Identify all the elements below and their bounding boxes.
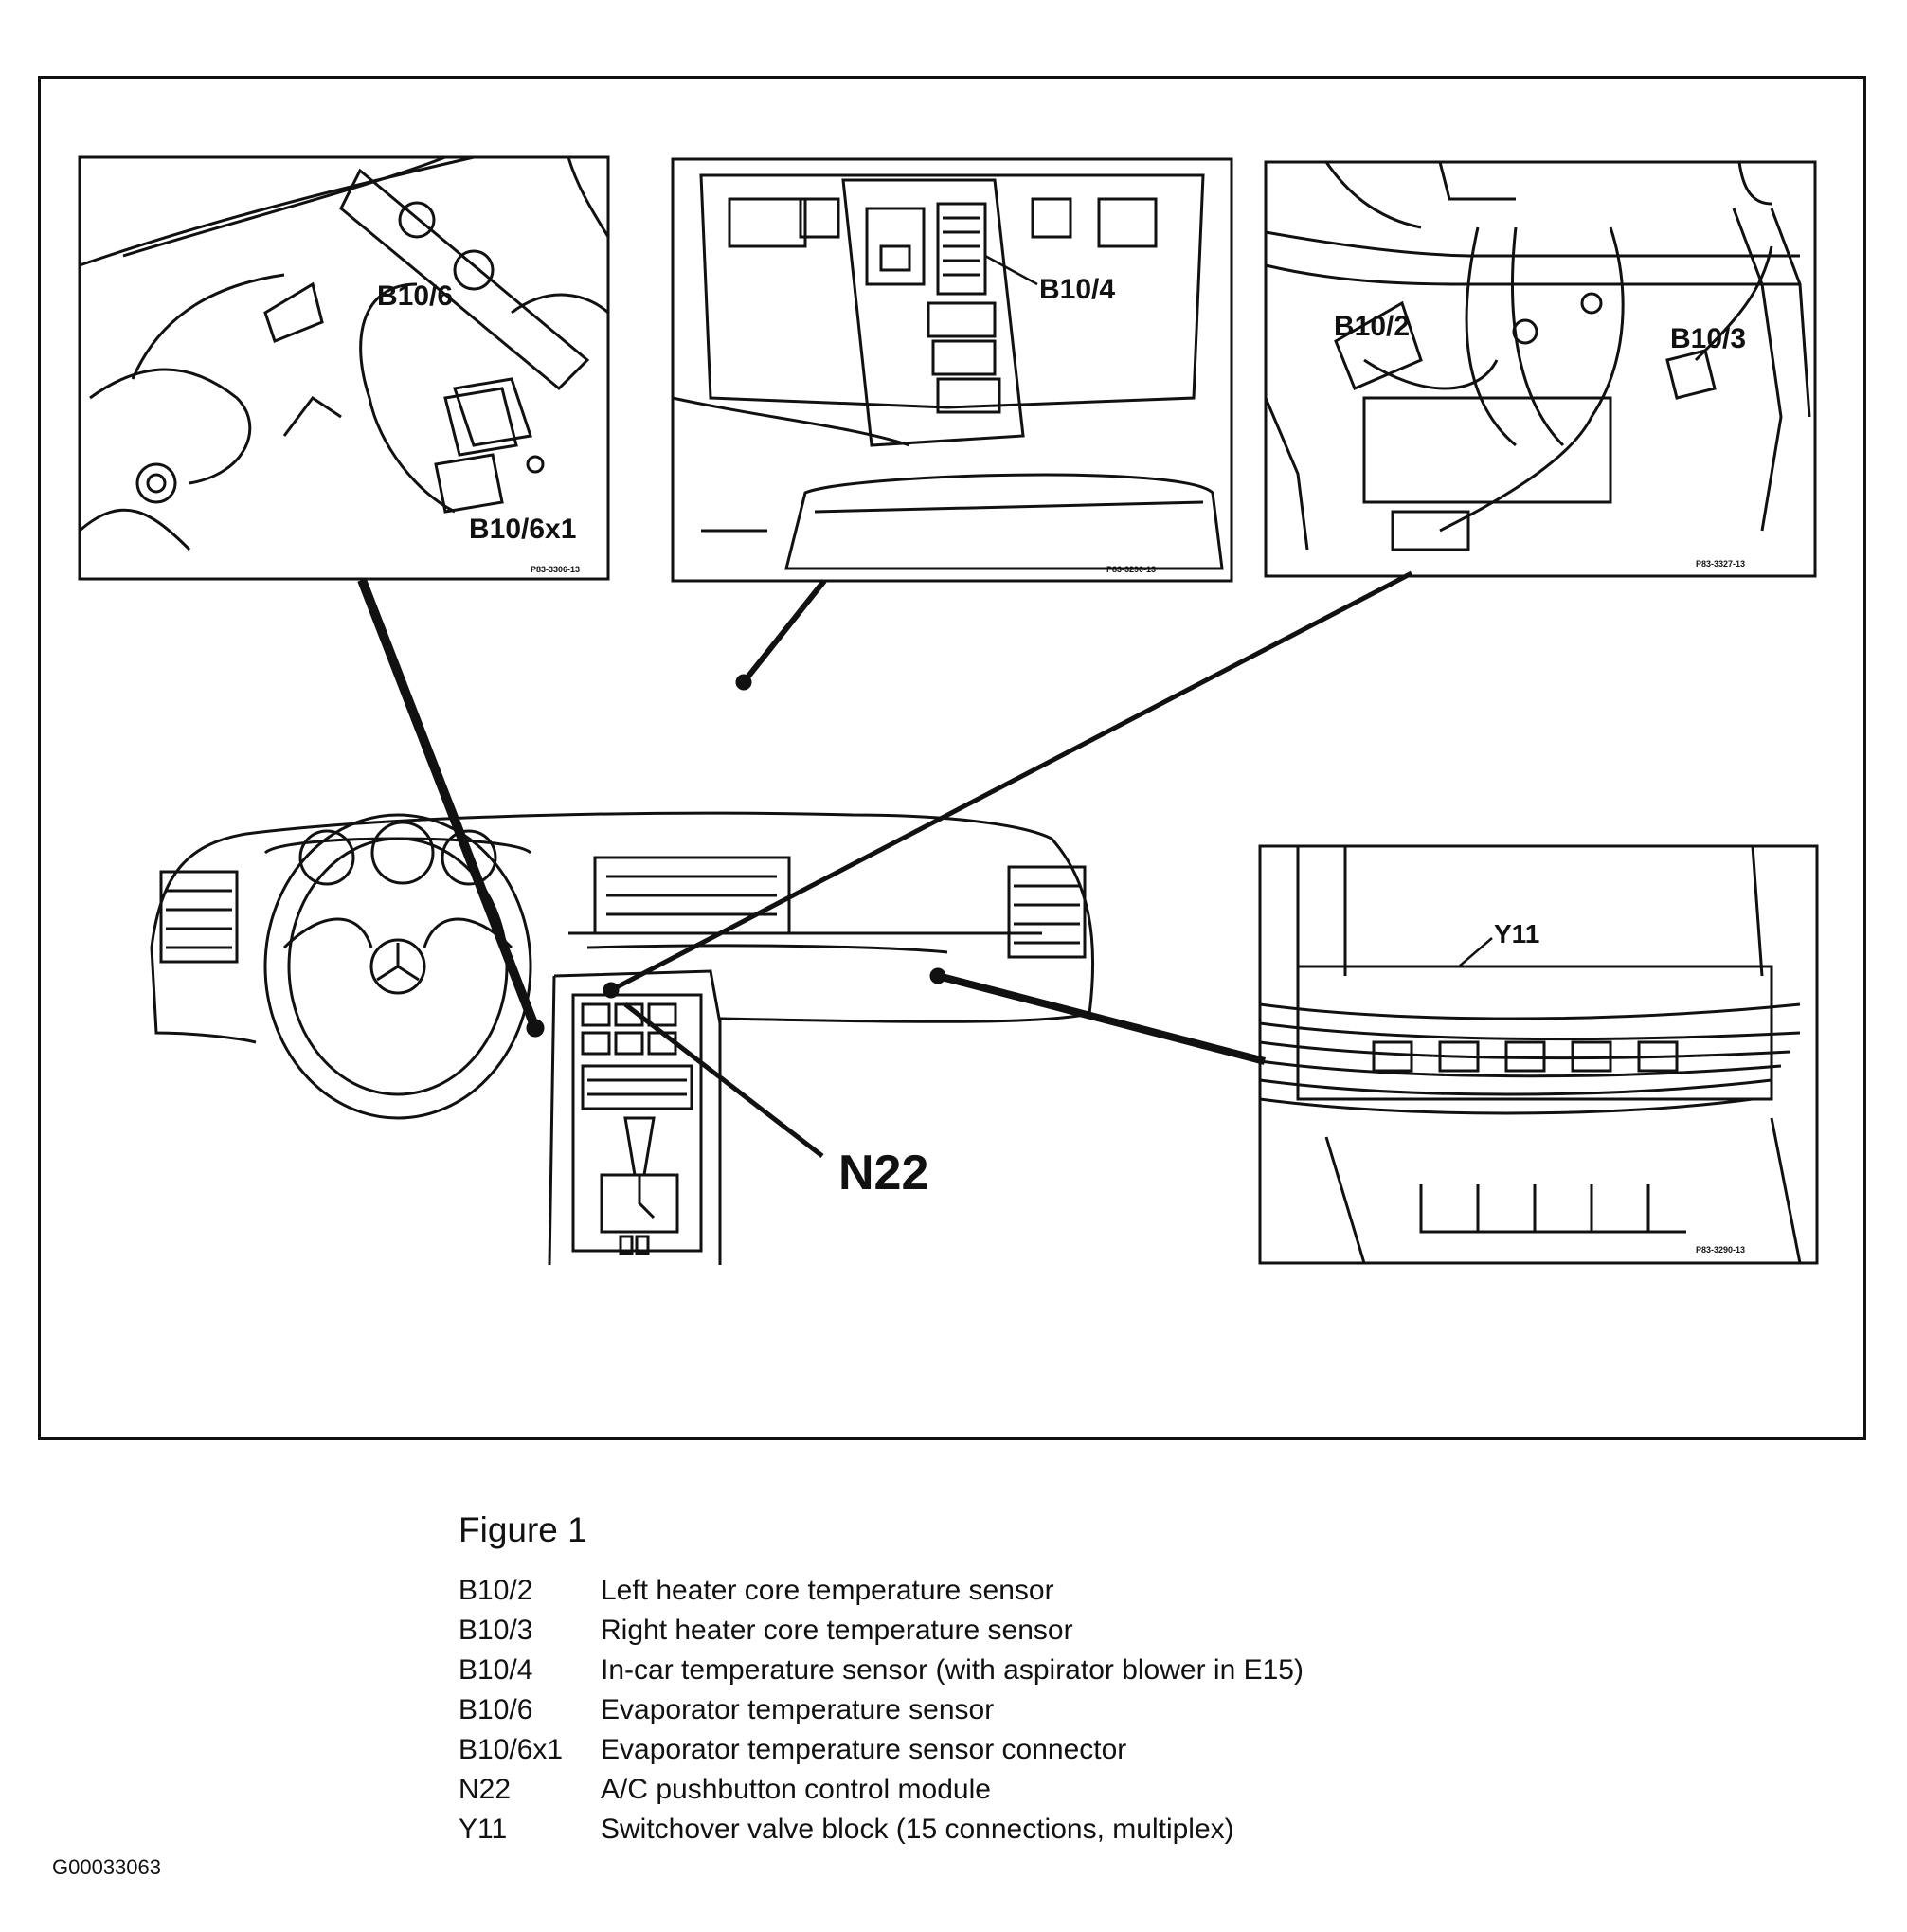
panel-in-car-sensor: P83-3290-13	[671, 157, 1233, 583]
legend-row: B10/4 In-car temperature sensor (with asp…	[459, 1651, 1595, 1690]
callout-b10-3: B10/3	[1670, 323, 1746, 354]
legend-row: N22 A/C pushbutton control module	[459, 1770, 1595, 1810]
panel-switchover-valve-block: P83-3290-13	[1258, 844, 1819, 1265]
legend-code: Y11	[459, 1814, 508, 1845]
leader-lines	[357, 570, 1413, 1158]
panel-heater-core-sensors: P83-3327-13	[1264, 160, 1817, 578]
legend-code: N22	[459, 1774, 512, 1805]
legend-row: B10/2 Left heater core temperature sensor	[459, 1571, 1595, 1611]
panel-ref-bottom-right: P83-3290-13	[1696, 1245, 1745, 1255]
legend-row: B10/6 Evaporator temperature sensor	[459, 1690, 1595, 1730]
legend-code: B10/6	[459, 1694, 533, 1725]
panel-ref-top-middle: P83-3290-13	[1106, 565, 1156, 574]
legend-description: Right heater core temperature sensor	[601, 1615, 1073, 1646]
panel-ref-top-right: P83-3327-13	[1696, 559, 1745, 569]
document-id: G00033063	[52, 1855, 161, 1879]
legend-code: B10/6x1	[459, 1734, 564, 1765]
callout-b10-4: B10/4	[1039, 274, 1115, 305]
callout-n22: N22	[838, 1146, 928, 1201]
figure-title: Figure 1	[459, 1510, 587, 1549]
callout-b10-6x1: B10/6x1	[469, 514, 576, 545]
figure-legend: Figure 1 B10/2 Left heater core temperatu…	[459, 1510, 1595, 1850]
legend-row: B10/6x1 Evaporator temperature sensor con…	[459, 1730, 1595, 1770]
legend-row: B10/3 Right heater core temperature senso…	[459, 1611, 1595, 1651]
legend-code: B10/2	[459, 1575, 533, 1606]
legend-row: Y11 Switchover valve block (15 connection…	[459, 1810, 1595, 1850]
panel-evaporator-sensor: P83-3306-13	[78, 155, 610, 581]
legend-description: Evaporator temperature sensor connector	[601, 1734, 1127, 1765]
callout-b10-2: B10/2	[1334, 311, 1410, 342]
legend-description: Switchover valve block (15 connections, …	[601, 1814, 1234, 1845]
diagram-frame	[38, 76, 1866, 1440]
legend-description: Left heater core temperature sensor	[601, 1575, 1054, 1606]
legend-description: Evaporator temperature sensor	[601, 1694, 995, 1725]
dashboard-illustration	[150, 811, 1095, 1266]
legend-code: B10/3	[459, 1615, 533, 1646]
legend-description: A/C pushbutton control module	[601, 1774, 991, 1805]
legend-code: B10/4	[459, 1654, 533, 1686]
panel-ref-top-left: P83-3306-13	[531, 565, 580, 574]
callout-b10-6: B10/6	[377, 280, 453, 312]
legend-description: In-car temperature sensor (with aspirato…	[601, 1654, 1304, 1686]
callout-y11: Y11	[1494, 919, 1539, 948]
